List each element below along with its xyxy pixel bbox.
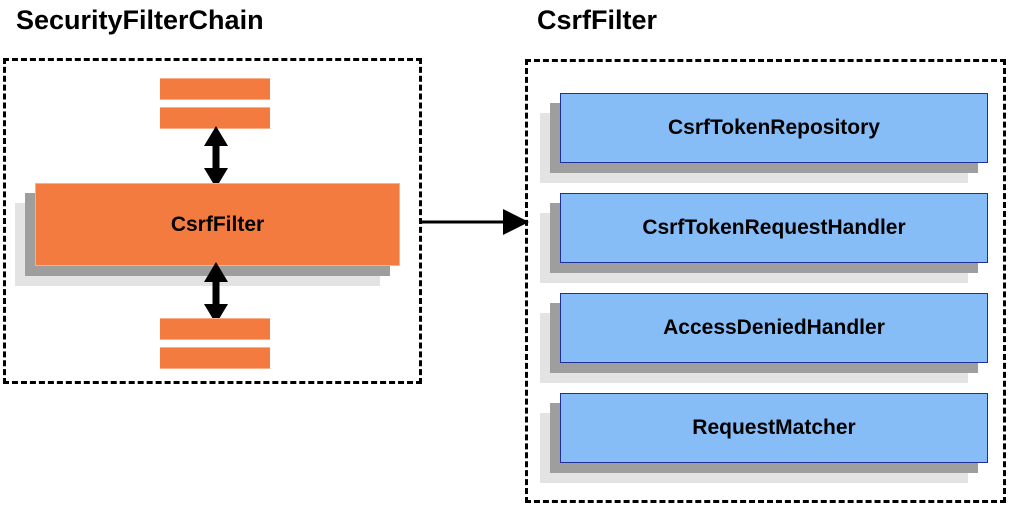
expand-arrow-icon — [421, 209, 529, 235]
node-csrf-token-repository-label: CsrfTokenRepository — [560, 93, 988, 163]
panel-title-csrf-filter: CsrfFilter — [537, 5, 658, 35]
node-csrf-filter[interactable]: CsrfFilter — [15, 183, 400, 286]
node-csrf-filter-label: CsrfFilter — [35, 183, 400, 266]
node-csrf-token-repository[interactable]: CsrfTokenRepository — [540, 93, 988, 183]
node-access-denied-handler[interactable]: AccessDeniedHandler — [540, 293, 988, 383]
node-access-denied-handler-label: AccessDeniedHandler — [560, 293, 988, 363]
filter-bar-bottom-1 — [160, 318, 270, 340]
panel-title-security-filter-chain: SecurityFilterChain — [16, 5, 264, 35]
node-csrf-token-request-handler-label: CsrfTokenRequestHandler — [560, 193, 988, 263]
filter-bar-bottom-2 — [160, 347, 270, 369]
connector-bottom-double-arrow — [204, 262, 228, 324]
filter-bar-top-1 — [160, 78, 270, 100]
group-box-security-filter-chain — [3, 58, 422, 384]
node-request-matcher[interactable]: RequestMatcher — [540, 393, 988, 483]
node-request-matcher-label: RequestMatcher — [560, 393, 988, 463]
node-csrf-token-request-handler[interactable]: CsrfTokenRequestHandler — [540, 193, 988, 283]
connector-top-double-arrow — [204, 126, 228, 188]
group-box-csrf-filter-detail — [525, 59, 1006, 503]
